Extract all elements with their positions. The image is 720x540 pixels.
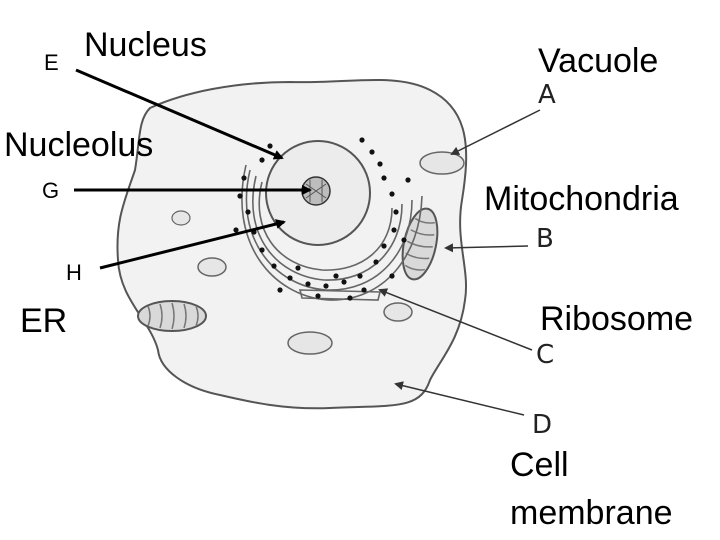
letter-c: C	[536, 340, 555, 370]
label-ribosome: Ribosome	[540, 300, 694, 338]
ribosome-dots	[233, 137, 411, 301]
label-mitochondria: Mitochondria	[484, 180, 679, 218]
label-vacuole: Vacuole	[538, 42, 659, 80]
label-nucleolus: Nucleolus	[4, 126, 154, 164]
letter-b: B	[536, 224, 554, 254]
arrow-vacuole-a	[450, 109, 541, 155]
letter-g: G	[42, 178, 60, 203]
label-cell-line1: Cell	[510, 446, 569, 484]
vacuole-shape-2	[197, 257, 227, 277]
letter-a: A	[538, 80, 556, 110]
letter-h: H	[66, 260, 82, 285]
er-membranes	[241, 164, 423, 301]
arrow-mitochondria-b	[444, 243, 529, 253]
arrow-membrane-d	[394, 381, 525, 416]
label-er: ER	[20, 302, 68, 340]
vacuole-shape-5	[171, 210, 191, 226]
vacuole-shape-4	[383, 302, 413, 322]
vacuole-shape-1	[419, 151, 465, 175]
vacuole-shape-3	[287, 331, 333, 355]
label-cell-line2: membrane	[510, 494, 673, 532]
mitochondrion-left	[137, 300, 207, 332]
arrow-er-h	[99, 219, 286, 270]
arrow-nucleus	[75, 68, 284, 160]
arrow-ribosome-c	[378, 288, 533, 351]
letter-d: D	[532, 410, 553, 440]
letter-e: E	[44, 50, 59, 75]
label-nucleus: Nucleus	[84, 26, 207, 64]
